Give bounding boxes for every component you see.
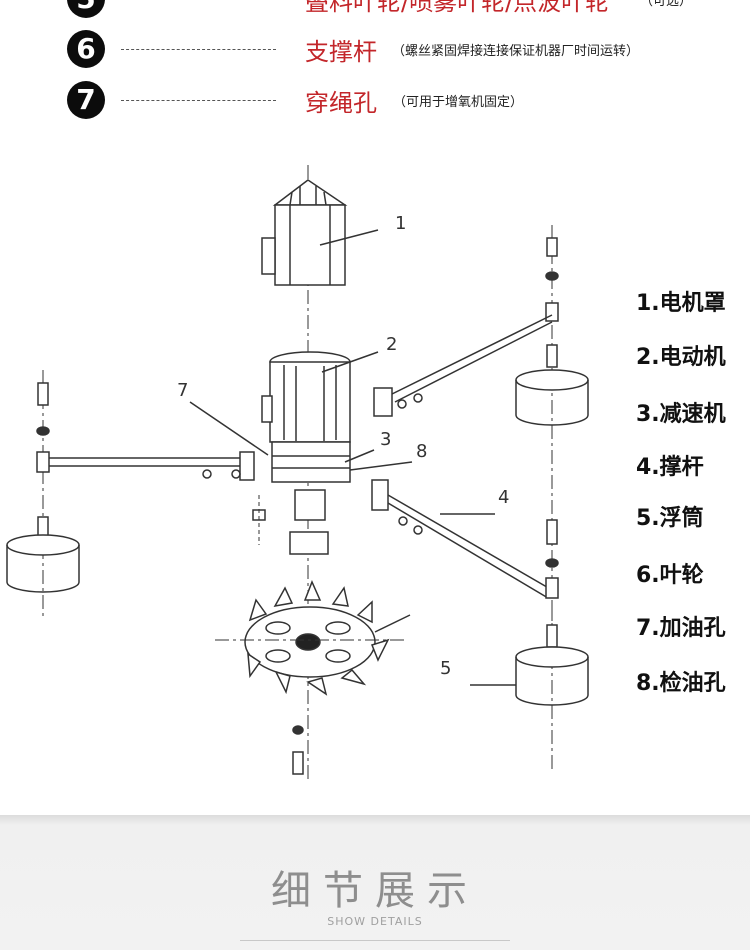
legend-item-2: 2.电动机 — [636, 345, 726, 370]
feature-note-7: （可用于增氧机固定） — [393, 95, 524, 110]
legend-item-1: 1.电机罩 — [636, 291, 726, 316]
reducer-part — [271, 441, 351, 555]
feature-row-5: 5 叠料叶轮/喷雾叶轮/点波叶轮 （可选） — [0, 0, 750, 20]
legend-item-5: 5.浮筒 — [636, 506, 704, 531]
callout-8: 8 — [416, 441, 427, 462]
feature-note-5: （可选） — [640, 0, 693, 9]
motor-part — [261, 351, 351, 443]
feature-note-6: （螺丝紧固焊接连接保证机器厂时间运转） — [392, 44, 640, 59]
legend-item-6: 6.叶轮 — [636, 563, 704, 588]
divider — [240, 940, 510, 941]
feature-title-6: 支撑杆 — [305, 38, 377, 66]
callout-1: 1 — [395, 213, 406, 234]
legend-item-3: 3.减速机 — [636, 402, 726, 427]
callout-2: 2 — [386, 334, 397, 355]
aerator-exploded-diagram: 1 2 3 4 5 7 8 — [6, 165, 589, 780]
callout-3: 3 — [380, 429, 391, 450]
left-float — [6, 370, 255, 620]
number-badge-5: 5 — [67, 0, 105, 18]
callout-4: 4 — [498, 487, 509, 508]
feature-row-7: 7 穿绳孔 （可用于增氧机固定） — [0, 81, 750, 121]
number-badge-7: 7 — [67, 81, 105, 119]
legend-item-4: 4.撑杆 — [636, 455, 704, 480]
feature-title-5: 叠料叶轮/喷雾叶轮/点波叶轮 — [305, 0, 610, 16]
motor-cover-part — [261, 179, 348, 286]
section-subtitle: SHOW DETAILS — [327, 915, 423, 928]
legend-item-8: 8.检油孔 — [636, 671, 726, 696]
callout-7: 7 — [177, 380, 188, 401]
feature-row-6: 6 支撑杆 （螺丝紧固焊接连接保证机器厂时间运转） — [0, 30, 750, 70]
leader-line — [121, 49, 276, 50]
callout-5: 5 — [440, 658, 451, 679]
section-banner — [0, 815, 750, 950]
leader-line — [121, 100, 276, 101]
feature-title-7: 穿绳孔 — [305, 89, 377, 117]
right-float-upper — [373, 225, 589, 630]
number-badge-6: 6 — [67, 30, 105, 68]
impeller-part — [215, 580, 405, 696]
diagram-callouts: 1 2 3 4 5 7 8 — [177, 213, 509, 679]
section-title: 细节展示 — [271, 868, 479, 914]
legend-item-7: 7.加油孔 — [636, 616, 726, 641]
right-float-lower — [371, 479, 589, 770]
